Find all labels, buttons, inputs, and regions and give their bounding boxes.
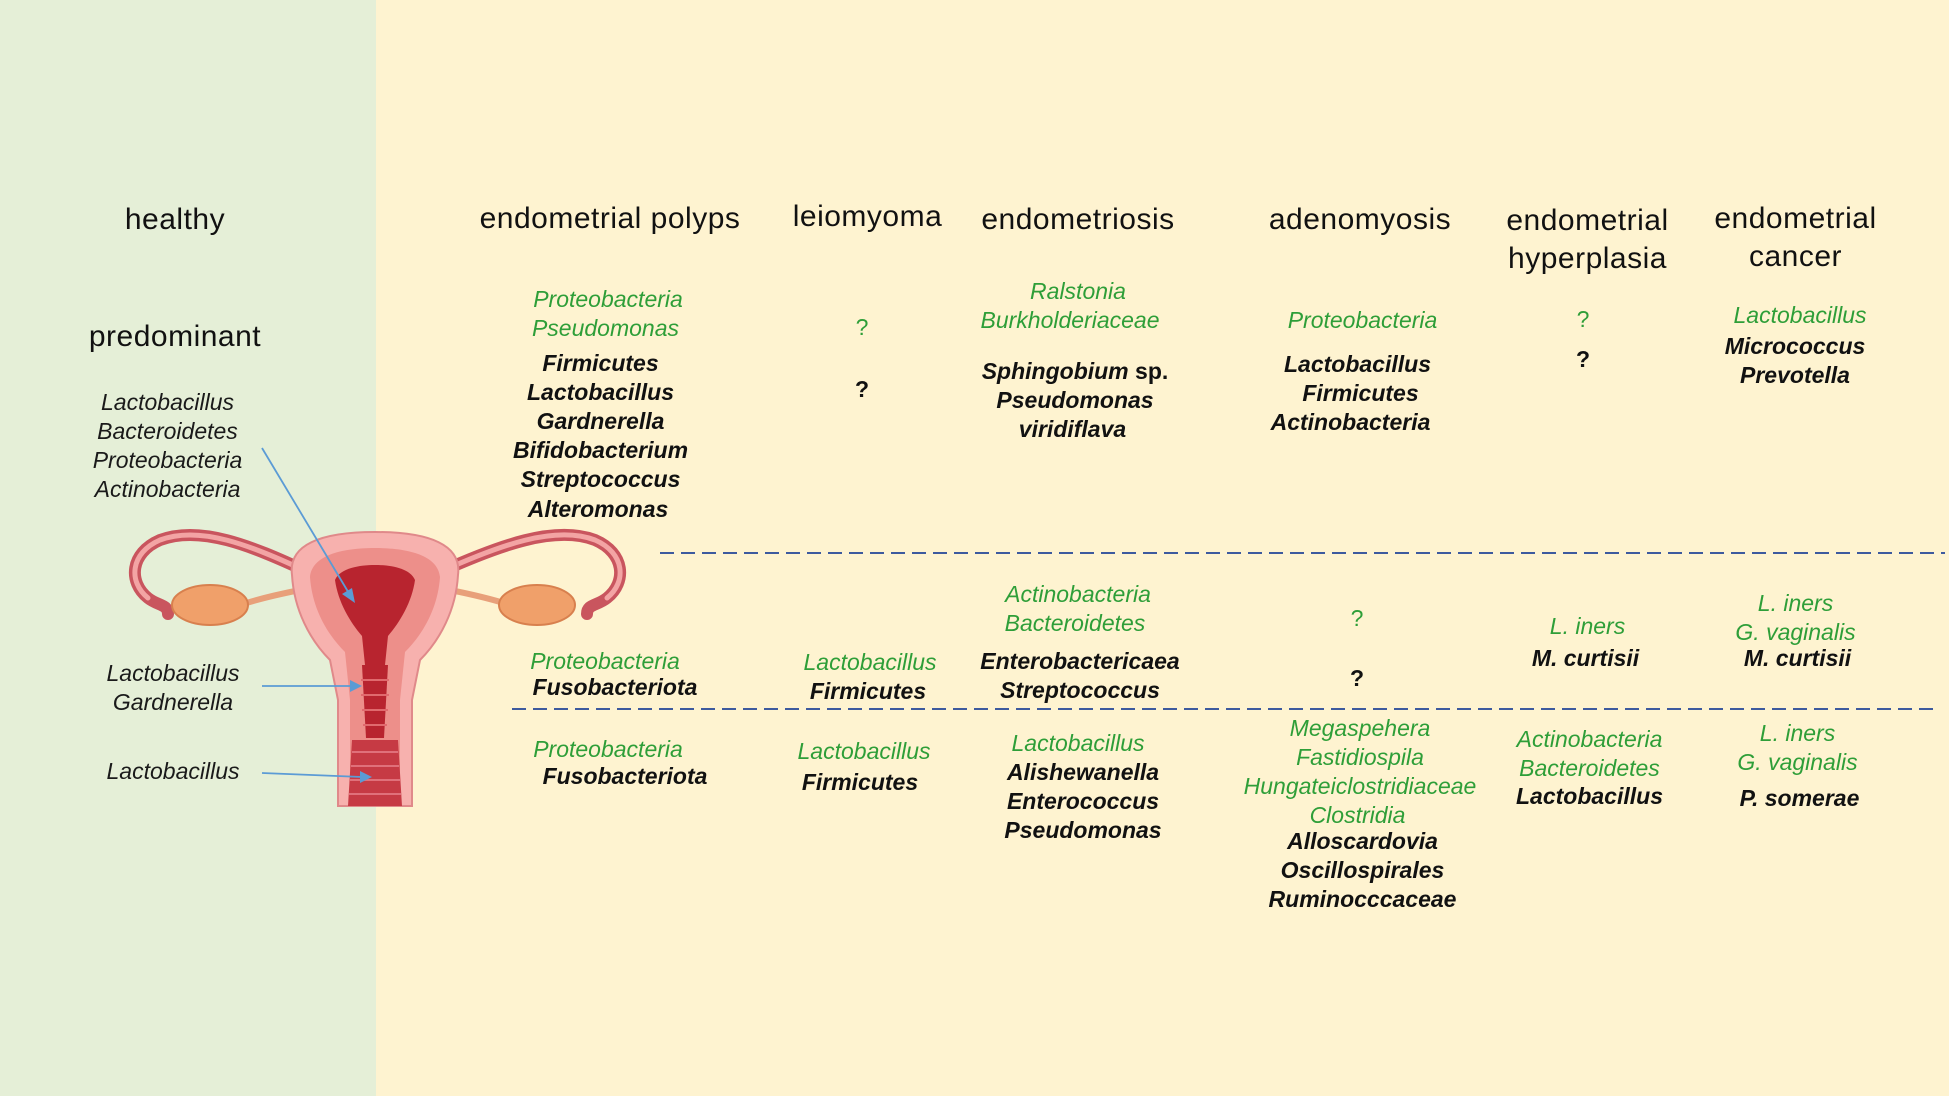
arrow-uterus-head: [342, 588, 355, 603]
unknown-marker: ?: [854, 376, 870, 402]
taxon-green: Lactobacillus: [1733, 302, 1867, 328]
taxon-green: Bacteroidetes: [1004, 610, 1146, 636]
taxon-black: Fusobacteriota: [532, 674, 698, 700]
column-title-hyperplasia-line2: hyperplasia: [1508, 242, 1667, 275]
taxon-green: Ralstonia: [1030, 278, 1126, 304]
column-title-hyperplasia-line1: endometrial: [1506, 204, 1669, 237]
arrow-cervix-head: [350, 680, 362, 692]
taxon-green: Clostridia: [1309, 802, 1406, 828]
arrows: [261, 447, 372, 783]
cervix-taxon: Lactobacillus: [106, 660, 240, 686]
taxon-black: Firmicutes: [809, 678, 927, 704]
taxon-green: Actinobacteria: [1005, 581, 1151, 607]
column-title-cancer-line2: cancer: [1748, 240, 1843, 273]
taxon-black: Actinobacteria: [1270, 409, 1431, 435]
taxon-black: Firmicutes: [801, 769, 919, 795]
taxon-green: Actinobacteria: [1516, 726, 1663, 752]
uterus-taxon: Bacteroidetes: [97, 418, 238, 444]
taxon-black: Lactobacillus: [1516, 783, 1663, 809]
taxon-black: Bifidobacterium: [512, 437, 689, 463]
taxon-black: Enterobactericaea: [980, 648, 1180, 674]
unknown-marker: ?: [1350, 605, 1364, 631]
taxon-black: Enterococcus: [1006, 788, 1160, 814]
taxon-black-sp: Sphingobium sp.: [955, 360, 1195, 383]
uterus-taxon: Proteobacteria: [92, 447, 243, 473]
unknown-marker: ?: [1576, 306, 1590, 332]
taxon-black: Oscillospirales: [1280, 857, 1445, 883]
uterus-taxon: Lactobacillus: [101, 389, 234, 415]
taxon-black: Streptococcus: [1000, 677, 1160, 703]
column-title-endometriosis: endometriosis: [981, 203, 1175, 236]
cervix-taxon: Gardnerella: [112, 689, 234, 715]
uterus-illustration: [128, 528, 627, 807]
uterus-taxon: Actinobacteria: [94, 476, 241, 502]
taxon-green: Pseudomonas: [531, 315, 680, 341]
taxon-black: Alloscardovia: [1287, 828, 1438, 854]
taxon-black: Pseudomonas: [1004, 817, 1162, 843]
taxon-green: Fastidiospila: [1296, 744, 1424, 770]
taxon-green: Proteobacteria: [1287, 307, 1438, 333]
healthy-title: healthy: [124, 203, 226, 236]
arrow-vagina: [261, 772, 363, 778]
unknown-marker: ?: [855, 314, 869, 340]
taxon-green: Hungateiclostridiaceae: [1243, 773, 1477, 799]
taxon-green: L. iners: [1759, 720, 1836, 746]
taxon-black: Alishewanella: [1006, 759, 1160, 785]
taxon-black: M. curtisii: [1743, 645, 1852, 671]
taxon-green: L. iners: [1549, 613, 1626, 639]
taxon-black: M. curtisii: [1531, 645, 1640, 671]
taxon-green: Lactobacillus: [1011, 730, 1145, 756]
taxon-black: Prevotella: [1740, 362, 1850, 388]
taxon-black: Fusobacteriota: [542, 763, 708, 789]
taxon-black: Lactobacillus: [1284, 351, 1431, 377]
column-title-polyps: endometrial polyps: [479, 202, 741, 235]
taxon-black: Firmicutes: [542, 350, 659, 376]
taxon-green: Bacteroidetes: [1519, 755, 1660, 781]
left-ovary: [171, 584, 249, 626]
taxon-green: L. iners: [1757, 590, 1834, 616]
taxon-green: G. vaginalis: [1737, 749, 1858, 775]
taxon-black: Lactobacillus: [527, 379, 674, 405]
taxon-green: Lactobacillus: [797, 738, 931, 764]
unknown-marker: ?: [1575, 346, 1591, 372]
column-title-leiomyoma: leiomyoma: [792, 200, 943, 233]
column-title-cancer-line1: endometrial: [1714, 202, 1877, 235]
taxon-black: P. somerae: [1739, 785, 1860, 811]
taxon-black: Micrococcus: [1724, 333, 1866, 359]
taxon-green: G. vaginalis: [1735, 619, 1856, 645]
taxon-black: Pseudomonas: [996, 387, 1154, 413]
right-ovary: [498, 584, 576, 626]
unknown-marker: ?: [1349, 665, 1365, 691]
taxon-green: Proteobacteria: [533, 736, 683, 762]
taxon-green: Burkholderiaceae: [980, 307, 1160, 333]
species-abbrev: sp.: [1135, 358, 1169, 384]
taxon-green: Proteobacteria: [533, 286, 683, 312]
taxon-genus: Sphingobium: [981, 358, 1129, 384]
predominant-label: predominant: [88, 320, 262, 353]
arrow-uterus: [261, 447, 351, 596]
taxon-black: Ruminocccaceae: [1268, 886, 1457, 912]
taxon-green: Lactobacillus: [803, 649, 937, 675]
taxon-black: Gardnerella: [536, 408, 665, 434]
vagina-taxon: Lactobacillus: [106, 758, 240, 784]
column-title-adenomyosis: adenomyosis: [1268, 203, 1452, 236]
taxon-green: Megaspehera: [1289, 715, 1431, 741]
arrow-vagina-head: [360, 771, 372, 783]
taxon-black: Firmicutes: [1302, 380, 1419, 406]
taxon-black: Alteromonas: [527, 496, 669, 522]
taxon-black: viridiflava: [1018, 416, 1127, 442]
taxon-green: Proteobacteria: [530, 648, 680, 674]
taxon-black: Streptococcus: [520, 466, 681, 492]
